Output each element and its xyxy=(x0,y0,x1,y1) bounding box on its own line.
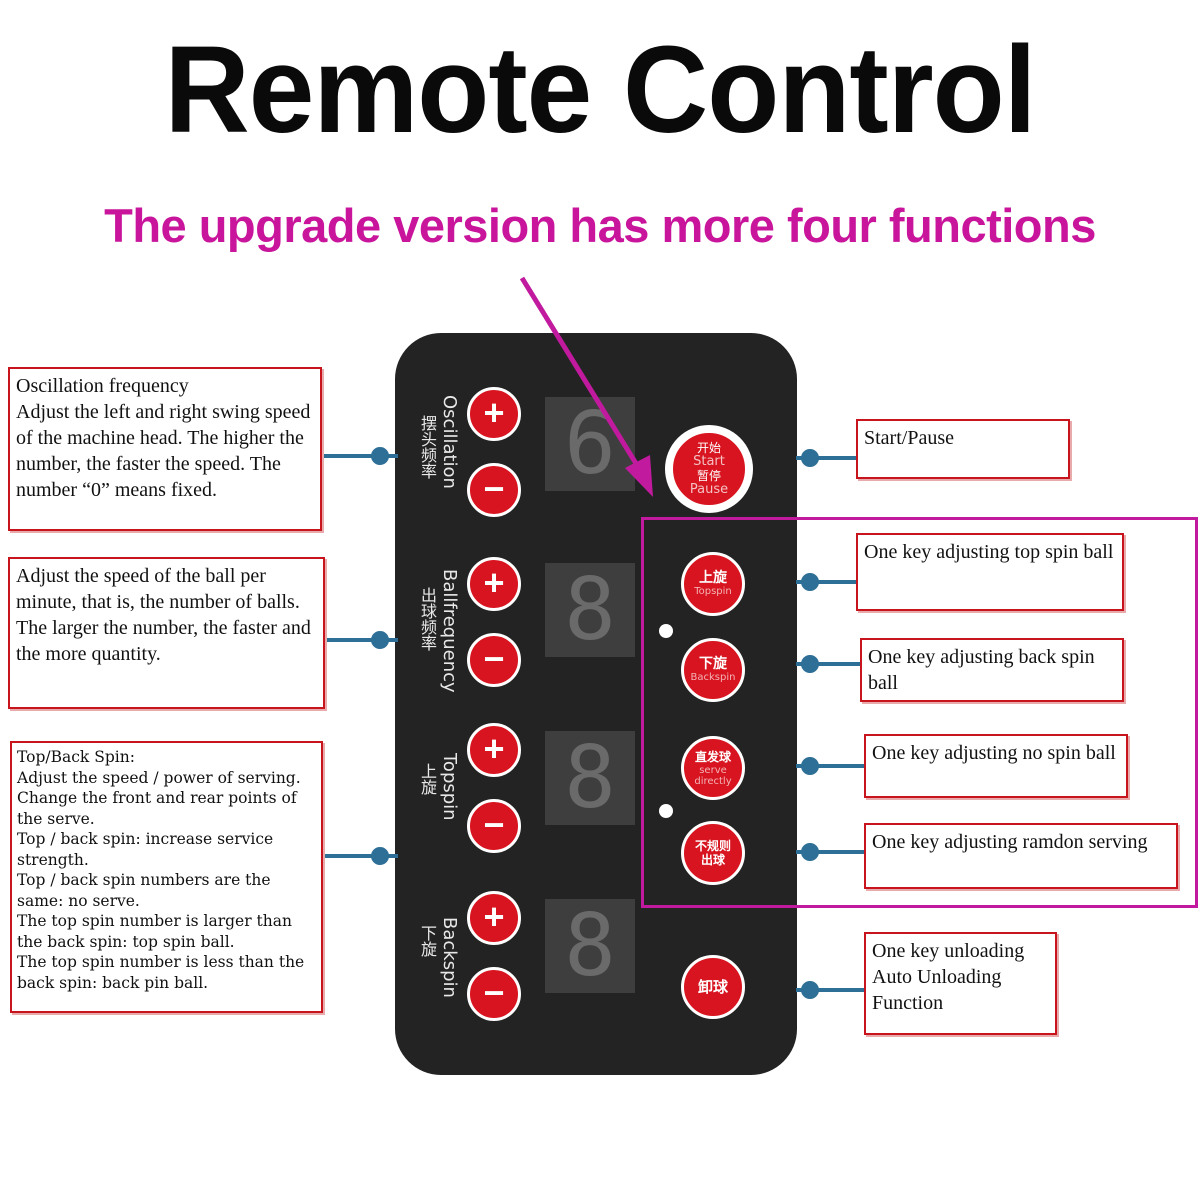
ballfrequency-display-digit: 8 xyxy=(564,560,616,660)
oscillation-label-en: Oscillation xyxy=(439,395,460,489)
start-pause-button[interactable]: 开始 Start 暂停 Pause xyxy=(665,425,753,513)
random-key-annotation: One key adjusting ramdon serving xyxy=(864,823,1178,889)
connector-spin-node xyxy=(371,847,389,865)
unload-annotation: One key unloading Auto Unloading Functio… xyxy=(864,932,1057,1035)
topspin-label: Topspin 上旋 xyxy=(415,753,460,853)
pause-en-label: Pause xyxy=(689,482,729,497)
indicator-dot-1 xyxy=(659,624,673,638)
pause-zh-label: 暂停 xyxy=(696,469,721,483)
oscillation-display-digit: 6 xyxy=(564,394,616,494)
topspin-key-annotation: One key adjusting top spin ball xyxy=(856,533,1124,611)
ballfrequency-label-en: Ballfrequency xyxy=(439,569,460,693)
unload-zh: 卸球 xyxy=(697,977,728,996)
ballfrequency-label-zh: 出球频率 xyxy=(418,587,437,651)
ballfrequency-display: 8 xyxy=(545,563,635,657)
topspin-key-zh: 上旋 xyxy=(699,570,727,586)
oscillation-label: Oscillation 摆头频率 xyxy=(415,395,460,515)
serve-directly-zh: 直发球 xyxy=(694,749,731,764)
oscillation-annotation: Oscillation frequency Adjust the left an… xyxy=(8,367,322,531)
backspin-key-button[interactable]: 下旋 Backspin xyxy=(681,638,745,702)
connector-unload-node xyxy=(801,981,819,999)
serve-directly-en: serve directly xyxy=(694,764,732,787)
topspin-label-zh: 上旋 xyxy=(418,763,437,795)
topspin-label-en: Topspin xyxy=(439,753,460,821)
topspin-display: 8 xyxy=(545,731,635,825)
start-pause-annotation: Start/Pause xyxy=(856,419,1070,479)
connector-start-node xyxy=(801,449,819,467)
topspin-minus-button[interactable]: − xyxy=(467,799,521,853)
backspin-label-en: Backspin xyxy=(439,917,460,998)
backspin-display-digit: 8 xyxy=(564,896,616,996)
oscillation-label-zh: 摆头频率 xyxy=(418,415,437,479)
backspin-plus-button[interactable]: + xyxy=(467,891,521,945)
topspin-plus-button[interactable]: + xyxy=(467,723,521,777)
backspin-label-zh: 下旋 xyxy=(418,925,437,957)
page-title: Remote Control xyxy=(164,20,1037,160)
backspin-display: 8 xyxy=(545,899,635,993)
nospin-key-annotation: One key adjusting no spin ball xyxy=(864,734,1128,798)
oscillation-minus-button[interactable]: − xyxy=(467,463,521,517)
oscillation-display: 6 xyxy=(545,397,635,491)
backspin-key-zh: 下旋 xyxy=(699,656,727,672)
indicator-dot-2 xyxy=(659,804,673,818)
ballfrequency-annotation: Adjust the speed of the ball per minute,… xyxy=(8,557,325,709)
ballfrequency-label: Ballfrequency 出球频率 xyxy=(415,569,460,699)
start-en-label: Start xyxy=(693,454,725,469)
backspin-label: Backspin 下旋 xyxy=(415,917,460,1017)
oscillation-plus-button[interactable]: + xyxy=(467,387,521,441)
page-subtitle: The upgrade version has more four functi… xyxy=(104,199,1096,252)
topspin-key-en: Topspin xyxy=(694,586,732,597)
topspin-key-button[interactable]: 上旋 Topspin xyxy=(681,552,745,616)
connector-ballfrequency-node xyxy=(371,631,389,649)
backspin-key-en: Backspin xyxy=(690,672,736,683)
random-serve-zh: 不规则出球 xyxy=(694,839,731,867)
backspin-key-annotation: One key adjusting back spin ball xyxy=(860,638,1124,702)
connector-oscillation-node xyxy=(371,447,389,465)
new-functions-highlight xyxy=(641,517,1198,908)
backspin-minus-button[interactable]: − xyxy=(467,967,521,1021)
unload-button[interactable]: 卸球 xyxy=(681,955,745,1019)
spin-annotation: Top/Back Spin: Adjust the speed / power … xyxy=(10,741,323,1013)
topspin-display-digit: 8 xyxy=(564,728,616,828)
ballfrequency-minus-button[interactable]: − xyxy=(467,633,521,687)
random-serve-button[interactable]: 不规则出球 xyxy=(681,821,745,885)
start-zh-label: 开始 xyxy=(696,441,721,455)
serve-directly-button[interactable]: 直发球 serve directly xyxy=(681,736,745,800)
ballfrequency-plus-button[interactable]: + xyxy=(467,557,521,611)
